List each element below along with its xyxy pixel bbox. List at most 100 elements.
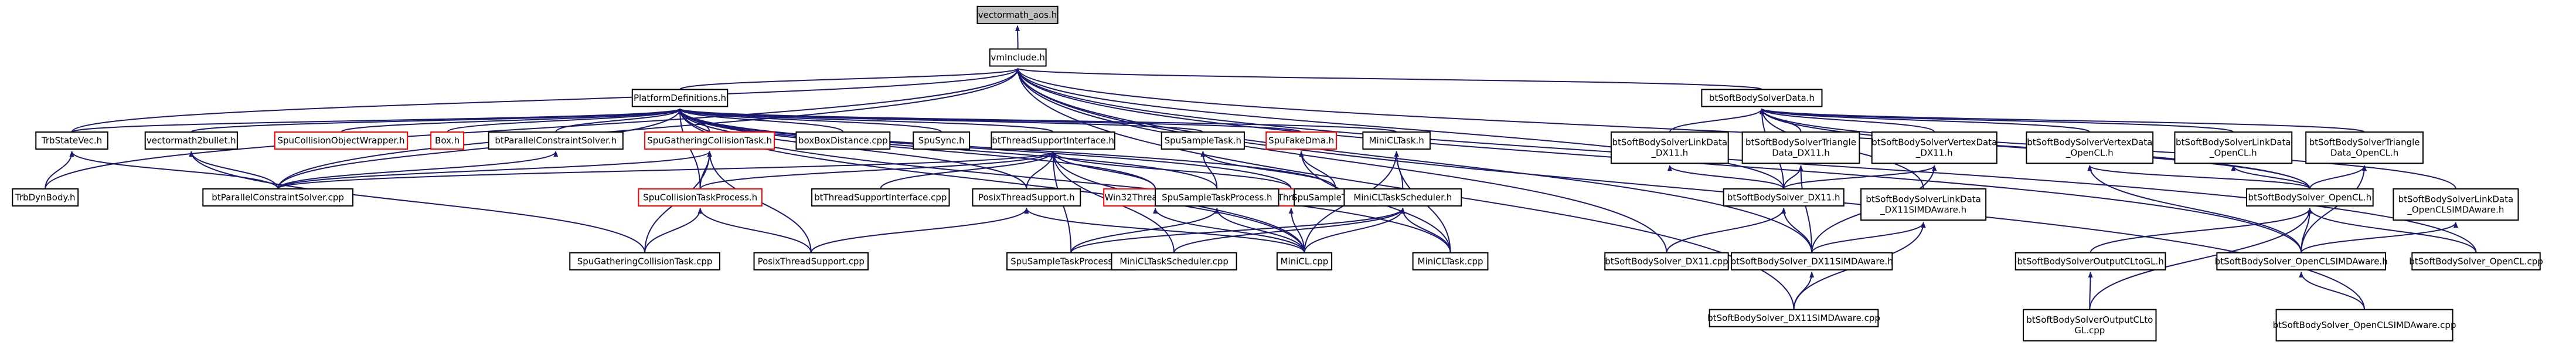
edge — [880, 151, 1056, 190]
node-vectormath-aos[interactable]: vectormath_aos.h — [976, 5, 1059, 24]
node-posixthreadsupport-cpp[interactable]: PosixThreadSupport.cpp — [753, 252, 869, 271]
node-label: btSoftBodySolverVertexData — [2027, 137, 2152, 148]
node-label: btSoftBodySolverData.h — [1709, 93, 1815, 103]
node-label: btSoftBodySolverVertexData — [1871, 137, 1997, 148]
node-box — [2411, 252, 2541, 271]
node-spusampletaskprocess-h[interactable]: SpuSampleTaskProcess.h — [1155, 188, 1280, 207]
node-linkdata-dx11[interactable]: btSoftBodySolverLinkData_DX11.h — [1610, 131, 1729, 164]
edge — [678, 108, 844, 133]
node-btsoftbodysolverdata[interactable]: btSoftBodySolverData.h — [1701, 89, 1823, 107]
node-label: btSoftBodySolverTriangle — [1745, 137, 1856, 148]
node-spugatheringcollisiontask-h[interactable]: SpuGatheringCollisionTask.h — [644, 131, 775, 150]
node-box — [976, 5, 1059, 24]
node-minicl-cpp[interactable]: MiniCL.cpp — [1276, 252, 1333, 271]
node-btthreadsupportinterface-h[interactable]: btThreadSupportInterface.h — [991, 131, 1115, 150]
edge — [1026, 151, 1056, 189]
node-posixthreadsupport-h[interactable]: PosixThreadSupport.h — [972, 188, 1081, 207]
node-boxboxdistance[interactable]: boxBoxDistance.cpp — [795, 131, 891, 150]
node-solver-dx11-h[interactable]: btSoftBodySolver_DX11.h — [1723, 188, 1845, 207]
node-label: PosixThreadSupport.cpp — [758, 256, 865, 266]
edge — [1783, 165, 1803, 189]
node-spucollisiontaskprocess[interactable]: SpuCollisionTaskProcess.h — [638, 188, 763, 207]
node-box — [1730, 252, 1893, 271]
node-trbdynbody[interactable]: TrbDynBody.h — [12, 188, 79, 207]
node-box — [1111, 252, 1237, 271]
node-minicltaskscheduler-cpp[interactable]: MiniCLTaskScheduler.cpp — [1111, 252, 1237, 271]
edge — [1299, 151, 1336, 189]
node-spusync[interactable]: SpuSync.h — [913, 131, 971, 150]
node-linkdata-dx11simdaware[interactable]: btSoftBodySolverLinkData_DX11SIMDAware.h — [1860, 188, 1987, 221]
node-label: GL.cpp — [2074, 325, 2105, 336]
node-label: MiniCLTask.h — [1369, 136, 1424, 146]
node-label: SpuSampleTaskProcess.cpp — [1010, 256, 1131, 266]
node-box — [1860, 188, 1987, 221]
node-box — [202, 188, 353, 207]
node-label: btSoftBodySolver_OpenCL.cpp — [2409, 256, 2543, 267]
node-outputcltogl-cpp[interactable]: btSoftBodySolverOutputCLtoGL.cpp — [2023, 309, 2157, 342]
edge — [1304, 207, 1406, 253]
node-solver-openclsimdaware-h[interactable]: btSoftBodySolver_OpenCLSIMDAware.h — [2215, 252, 2388, 271]
node-label: btSoftBodySolver_OpenCLSIMDAware.cpp — [2273, 320, 2456, 331]
node-solver-opencl-h[interactable]: btSoftBodySolver_OpenCL.h — [2245, 188, 2374, 207]
node-label: btSoftBodySolver_DX11.h — [1727, 192, 1840, 203]
node-solver-opencl-cpp[interactable]: btSoftBodySolver_OpenCL.cpp — [2409, 252, 2543, 271]
node-spusampletask-h[interactable]: SpuSampleTask.h — [1161, 131, 1245, 150]
node-minicltask-cpp[interactable]: MiniCLTask.cpp — [1412, 252, 1489, 271]
node-spucollisionobjectwrapper[interactable]: SpuCollisionObjectWrapper.h — [274, 131, 409, 150]
node-outputcltogl-h[interactable]: btSoftBodySolverOutputCLtoGL.h — [2014, 252, 2166, 271]
edge — [1015, 67, 2310, 189]
node-trbstatevec[interactable]: TrbStateVec.h — [35, 131, 108, 150]
node-label: vmInclude.h — [991, 52, 1045, 63]
edge — [1015, 67, 1785, 189]
node-box — [1701, 89, 1823, 107]
node-btparallelconstraintsolver-cpp[interactable]: btParallelConstraintSolver.cpp — [202, 188, 353, 207]
node-label: _DX11SIMDAware.h — [1880, 204, 1966, 215]
node-label: _OpenCLSIMDAware.h — [2407, 204, 2504, 215]
node-solver-dx11simdaware-h[interactable]: btSoftBodySolver_DX11SIMDAware.h — [1730, 252, 1893, 271]
node-spugatheringcollisiontask-cpp[interactable]: SpuGatheringCollisionTask.cpp — [569, 252, 720, 271]
edge — [2307, 207, 2477, 253]
node-label: PlatformDefinitions.h — [634, 93, 726, 103]
node-btthreadsupportinterface-cpp[interactable]: btThreadSupportInterface.cpp — [811, 188, 950, 207]
node-box — [1871, 131, 1997, 164]
node-label: _DX11.h — [1915, 148, 1953, 159]
node-box — [35, 131, 108, 150]
node-spufakedma[interactable]: SpuFakeDma.h — [1265, 131, 1338, 150]
node-box[interactable]: Box.h — [430, 131, 465, 150]
node-box — [1604, 252, 1729, 271]
edge — [45, 151, 74, 189]
node-box — [1709, 309, 1879, 327]
edge — [678, 108, 942, 133]
edge — [1667, 165, 1785, 190]
node-label: btSoftBodySolver_DX11SIMDAware.cpp — [1707, 313, 1880, 324]
node-vminclude[interactable]: vmInclude.h — [989, 48, 1047, 67]
node-vertexdata-dx11[interactable]: btSoftBodySolverVertexData_DX11.h — [1871, 131, 1997, 164]
node-minicltask-h[interactable]: MiniCLTask.h — [1362, 131, 1431, 150]
node-label: TrbDynBody.h — [15, 192, 76, 202]
node-label: vectormath2bullet.h — [147, 136, 236, 146]
edge — [678, 108, 1397, 133]
node-linkdata-opencl[interactable]: btSoftBodySolverLinkData_OpenCL.h — [2174, 131, 2293, 164]
node-platformdefinitions[interactable]: PlatformDefinitions.h — [631, 89, 729, 107]
node-box — [488, 131, 624, 150]
edge — [1760, 108, 2366, 133]
node-linkdata-openclsimdaware[interactable]: btSoftBodySolverLinkData_OpenCLSIMDAware… — [2393, 188, 2519, 221]
node-vertexdata-opencl[interactable]: btSoftBodySolverVertexData_OpenCL.h — [2026, 131, 2154, 164]
node-solver-dx11-cpp[interactable]: btSoftBodySolver_DX11.cpp — [1604, 252, 1729, 271]
node-box — [1412, 252, 1489, 271]
node-minicltaskscheduler-h[interactable]: MiniCLTaskScheduler.h — [1343, 188, 1462, 207]
edge — [45, 67, 1020, 189]
edge — [2087, 165, 2302, 253]
node-label: _OpenCL.h — [2209, 148, 2257, 159]
node-solver-openclsimdaware-cpp[interactable]: btSoftBodySolver_OpenCLSIMDAware.cpp — [2273, 309, 2456, 342]
node-label: btSoftBodySolverLinkData — [2176, 137, 2291, 148]
node-solver-dx11simdaware-cpp[interactable]: btSoftBodySolver_DX11SIMDAware.cpp — [1707, 309, 1880, 327]
node-box — [1343, 188, 1462, 207]
node-box — [989, 48, 1047, 67]
node-label: btSoftBodySolverLinkData — [1612, 137, 1727, 148]
node-vectormath2bullet[interactable]: vectormath2bullet.h — [144, 131, 238, 150]
edge — [69, 151, 279, 190]
node-btparallelconstraintsolver-h[interactable]: btParallelConstraintSolver.h — [488, 131, 624, 150]
